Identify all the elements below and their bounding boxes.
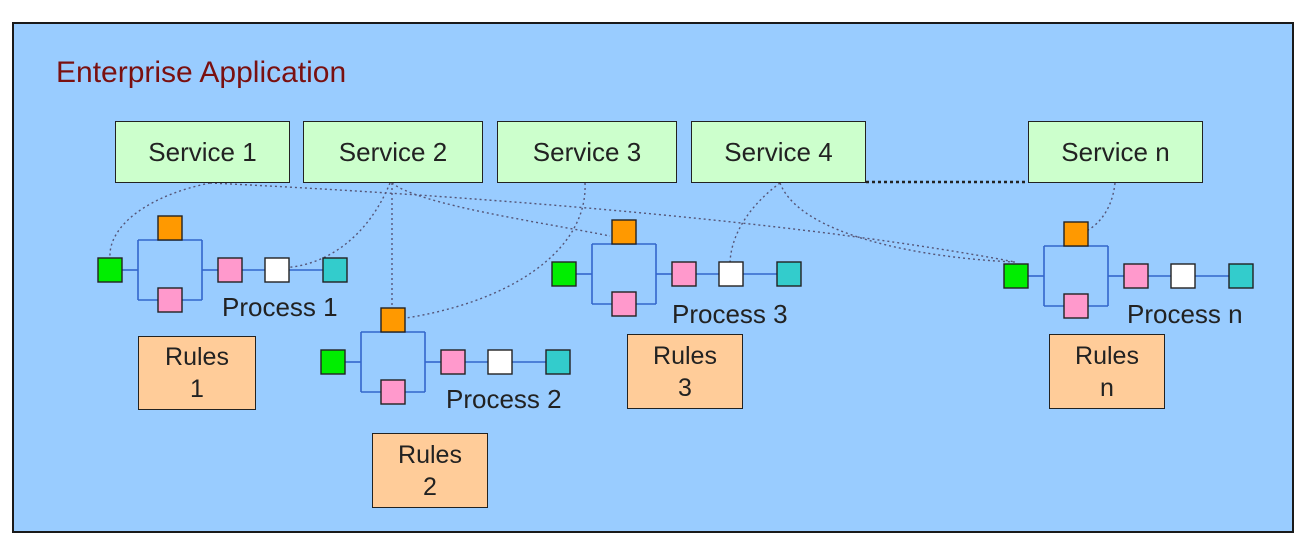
process-1-branch-node — [157, 215, 183, 241]
process-n-branch-node — [1063, 221, 1089, 247]
rules-n-line1: Rules — [1075, 341, 1139, 370]
process-3-empty-node — [718, 261, 744, 287]
process-3-end-node — [776, 261, 802, 287]
service-4-box: Service 4 — [691, 121, 866, 183]
process-1-empty-node — [264, 257, 290, 283]
rules-3-line1: Rules — [653, 341, 717, 370]
process-n-branch-step-node — [1063, 293, 1089, 319]
service-n-box: Service n — [1028, 121, 1203, 183]
rules-3-box: Rules 3 — [627, 334, 743, 409]
rules-2-box: Rules 2 — [372, 433, 488, 508]
process-3-start-node — [551, 261, 577, 287]
rules-2-line1: Rules — [398, 440, 462, 469]
process-n-end-node — [1228, 263, 1254, 289]
process-2-end-node — [545, 349, 571, 375]
link-service1-process1 — [109, 182, 211, 259]
diagram-title: Enterprise Application — [56, 56, 347, 89]
process-2-branch-step-node — [380, 379, 406, 405]
process-1-step-node — [217, 257, 243, 283]
process-1-label: Process 1 — [222, 292, 338, 322]
link-service4-process3 — [729, 182, 781, 266]
rules-n-box: Rules n — [1049, 334, 1165, 409]
process-2-step-node — [440, 349, 466, 375]
rules-1-box: Rules 1 — [138, 336, 256, 410]
rules-1-line1: Rules — [165, 343, 229, 371]
rules-2-line2: 2 — [423, 472, 437, 501]
process-2-empty-node — [487, 349, 513, 375]
process-n-start-node — [1003, 263, 1029, 289]
process-1-branch-step-node — [157, 287, 183, 313]
process-3-step-node — [671, 261, 697, 287]
link-service2-process1 — [276, 182, 391, 269]
service-1-box: Service 1 — [115, 121, 290, 183]
process-1-end-node — [322, 257, 348, 283]
link-service1-process-n — [209, 182, 1016, 263]
link-service2-process3 — [391, 182, 611, 237]
process-n-step-node — [1123, 263, 1149, 289]
process-2-label: Process 2 — [446, 384, 562, 414]
link-service3-process2 — [391, 182, 586, 321]
process-n-label: Process n — [1127, 299, 1243, 329]
process-2-branch-node — [380, 307, 406, 333]
rules-1-line2: 1 — [190, 375, 204, 403]
process-3-branch-node — [611, 219, 637, 245]
process-1-start-node — [97, 257, 123, 283]
service-2-box: Service 2 — [303, 121, 483, 183]
process-n-empty-node — [1170, 263, 1196, 289]
process-3-branch-step-node — [611, 291, 637, 317]
rules-n-line2: n — [1100, 373, 1114, 402]
process-3-label: Process 3 — [672, 299, 788, 329]
service-3-box: Service 3 — [497, 121, 677, 183]
process-2-start-node — [320, 349, 346, 375]
rules-3-line2: 3 — [678, 373, 692, 402]
link-service4-process-n — [779, 182, 1016, 263]
